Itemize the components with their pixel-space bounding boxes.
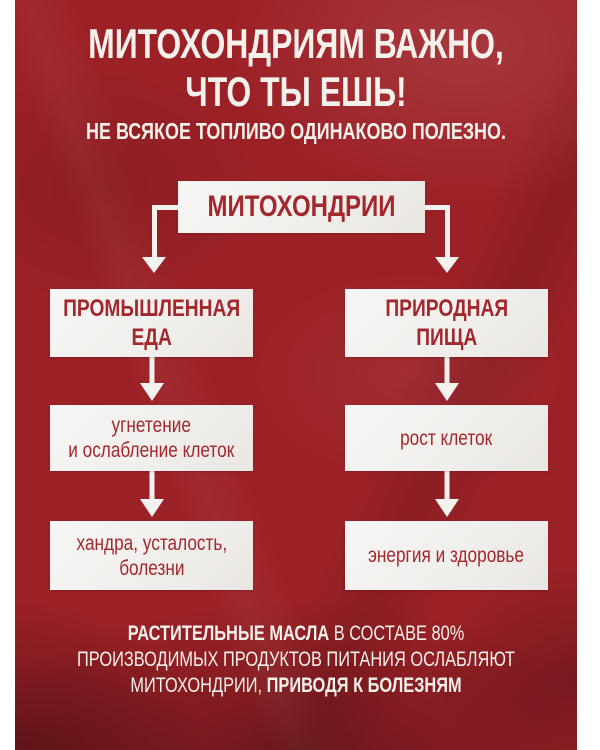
node-fatigue-illness-label: хандра, усталость, болезни [76,531,227,580]
footer-line-1: РАСТИТЕЛЬНЫЕ МАСЛА В СОСТАВЕ 80% [77,621,515,647]
node-cell-growth-label: рост клеток [400,426,493,450]
root-node-box: МИТОХОНДРИИ [178,181,425,233]
footer-line-3-bold: ПРИВОДЯ К БОЛЕЗНЯМ [266,674,462,697]
node-cell-suppression-label: угнетение и ослабление клеток [68,414,235,462]
connector-line-right-horizontal [425,205,450,210]
arrow-down-icon [434,471,459,517]
arrow-down-icon [139,471,164,517]
node-cell-suppression: угнетение и ослабление клеток [50,405,253,471]
column-natural-food: ПРИРОДНАЯ ПИЩА рост клеток энергия и здо… [345,289,548,590]
node-cell-growth: рост клеток [345,405,548,471]
footer-line-2: ПРОИЗВОДИМЫХ ПРОДУКТОВ ПИТАНИЯ ОСЛАБЛЯЮТ [77,647,515,673]
arrow-slot [345,471,548,521]
arrow-down-icon [434,357,459,401]
connector-line-left-vertical [152,205,157,258]
column-industrial-food: ПРОМЫШЛЕННАЯ ЕДА угнетение и ослабление … [50,289,253,590]
arrow-slot [50,471,253,521]
footer-line-3: МИТОХОНДРИИ, ПРИВОДЯ К БОЛЕЗНЯМ [77,673,515,699]
arrow-slot [345,357,548,405]
node-natural-food-label: ПРИРОДНАЯ ПИЩА [385,295,508,351]
poster-subtitle: НЕ ВСЯКОЕ ТОПЛИВО ОДИНАКОВО ПОЛЕЗНО. [86,118,506,144]
arrow-down-icon [142,257,166,273]
poster-title: МИТОХОНДРИЯМ ВАЖНО, ЧТО ТЫ ЕШЬ! [88,20,504,115]
node-energy-health: энергия и здоровье [345,521,548,590]
poster-background: МИТОХОНДРИЯМ ВАЖНО, ЧТО ТЫ ЕШЬ! НЕ ВСЯКО… [15,0,577,750]
footer-line-2-regular: ПРОИЗВОДИМЫХ ПРОДУКТОВ ПИТАНИЯ ОСЛАБЛЯЮТ [76,648,515,671]
connector-line-left-horizontal [154,205,178,210]
footer-line-1-regular: В СОСТАВЕ 80% [329,622,465,645]
node-fatigue-illness: хандра, усталость, болезни [50,521,253,590]
footer-note: РАСТИТЕЛЬНЫЕ МАСЛА В СОСТАВЕ 80% ПРОИЗВО… [77,621,515,699]
node-industrial-food: ПРОМЫШЛЕННАЯ ЕДА [50,289,253,357]
arrow-slot [50,357,253,405]
footer-line-1-bold: РАСТИТЕЛЬНЫЕ МАСЛА [127,622,330,645]
arrow-down-icon [139,357,164,401]
node-natural-food: ПРИРОДНАЯ ПИЩА [345,289,548,357]
arrow-down-icon [435,257,459,273]
node-industrial-food-label: ПРОМЫШЛЕННАЯ ЕДА [62,295,241,351]
connector-line-right-vertical [445,205,450,258]
root-node-label: МИТОХОНДРИИ [207,190,396,223]
footer-line-3-regular: МИТОХОНДРИИ, [130,674,267,697]
node-energy-health-label: энергия и здоровье [368,544,525,567]
